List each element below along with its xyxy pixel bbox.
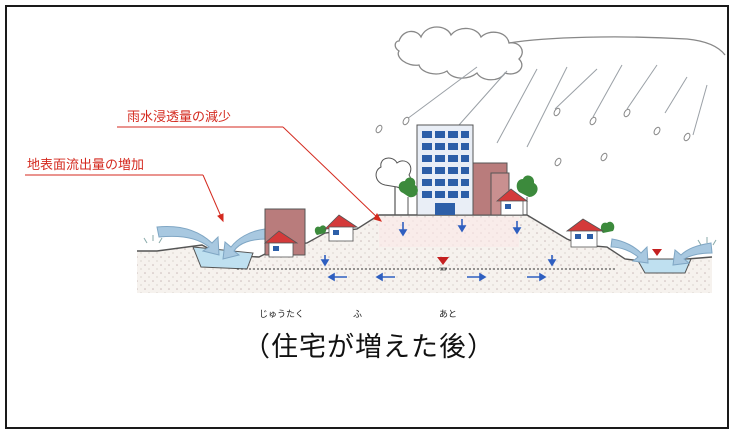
diagram-frame: 雨水浸透量の減少 地表面流出量の増加 じゅうたく ふ あと （住宅が増えた後）	[5, 5, 729, 429]
ruby-jutaku: じゅうたく	[259, 310, 305, 320]
leader-lines	[25, 126, 383, 223]
infiltration-decrease-label: 雨水浸透量の減少	[127, 109, 231, 125]
surface-runoff-increase-label: 地表面流出量の増加	[27, 158, 144, 173]
caption-text: 住宅が増えた後	[271, 332, 467, 363]
tree-icon	[314, 157, 615, 235]
urbanization-illustration: 雨水浸透量の減少 地表面流出量の増加	[25, 26, 726, 293]
rain-drop-icon	[375, 107, 691, 167]
groundwater-flow-arrows	[320, 219, 557, 282]
cloud-icon	[394, 26, 726, 81]
ruby-fu: ふ	[353, 310, 363, 320]
caption-open-paren: （	[243, 332, 271, 363]
water-table-triangle-icon	[437, 249, 662, 271]
rain-icon	[406, 64, 708, 148]
house-icon	[263, 188, 605, 258]
office-building-icon	[416, 124, 474, 216]
caption-close-paren: ）	[467, 332, 495, 363]
splash-marks	[143, 235, 717, 246]
runoff-arrows	[156, 226, 713, 266]
ruby-ato: あと	[439, 310, 458, 320]
caption: （住宅が増えた後）	[7, 325, 731, 364]
